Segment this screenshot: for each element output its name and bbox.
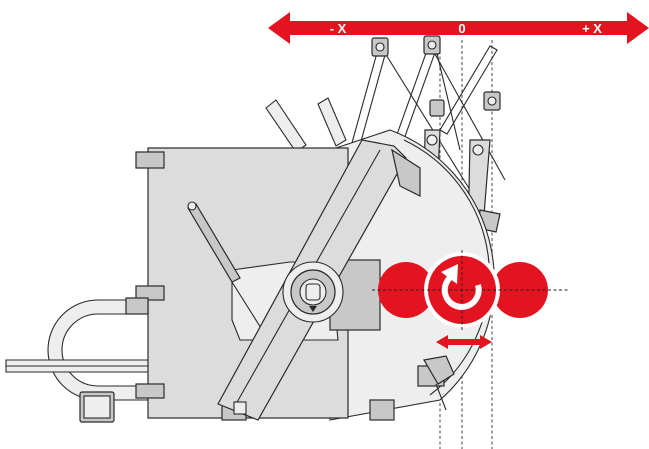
position-disk-right (492, 262, 548, 318)
lower-gripper (423, 355, 455, 411)
pivot-hub (282, 261, 344, 323)
x-axis-arrow: - X 0 + X (268, 12, 649, 44)
axis-label-zero: 0 (458, 21, 465, 36)
double-arrow-icon (436, 335, 492, 349)
axis-label-negative: - X (330, 21, 347, 36)
rotate-icon (441, 264, 482, 310)
axis-label-positive: + X (582, 21, 602, 36)
tube-loop (5, 299, 151, 423)
position-markers (372, 250, 568, 330)
